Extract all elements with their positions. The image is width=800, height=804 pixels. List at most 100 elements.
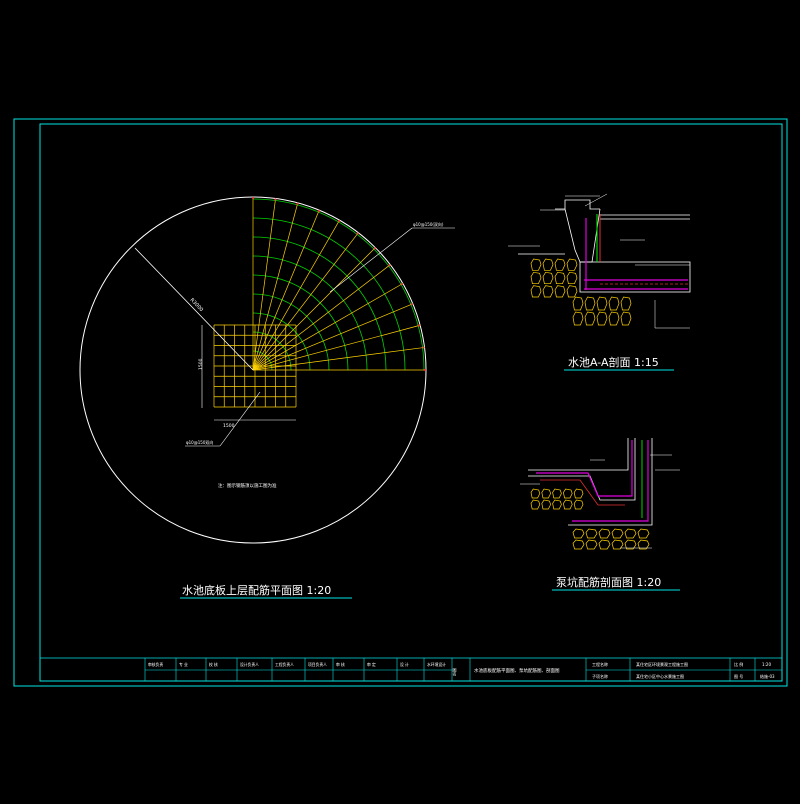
rubble-stone — [542, 258, 554, 271]
rubble-stone — [554, 271, 566, 285]
coping-outline — [555, 199, 600, 210]
rebar-top-label: φ10@150(双向) — [413, 221, 444, 227]
rebar-radial — [252, 203, 298, 371]
dim-width-label: 1500 — [223, 423, 235, 429]
radius-label: R3000 — [189, 297, 205, 313]
rubble-stone — [563, 499, 573, 510]
rebar-end-mark — [356, 232, 359, 235]
rubble-stone — [572, 296, 584, 311]
rubble-stone — [584, 311, 596, 326]
rebar-end-mark — [400, 282, 404, 286]
title-block-cell-label: 专 业 — [179, 662, 188, 667]
rubble-stone — [572, 528, 585, 539]
title-block-cell-label: 项目负责人 — [308, 662, 327, 667]
title-block-cell-label: 工程负责人 — [275, 662, 294, 667]
tb-sub-name: 某住宅小区中心水景施工图 — [636, 673, 684, 679]
rubble-stone — [552, 488, 562, 499]
rubble-stone — [563, 488, 573, 499]
rubble-stone — [572, 311, 584, 326]
rubble-stone — [573, 499, 584, 510]
rubble-stone — [611, 528, 624, 539]
rubble-stone — [566, 258, 578, 271]
rubble-stone — [598, 528, 611, 539]
rubble-stone — [566, 285, 578, 298]
rubble-stone — [530, 258, 542, 271]
outer-frame — [13, 118, 788, 687]
plan-note: 注：图示钢筋须以施工图为准 — [218, 482, 277, 489]
title-block: 审核负责专 业校 核设计负责人工程负责人项目负责人审 核审 定设 计水环境设计 … — [40, 657, 782, 681]
rebar-end-mark — [422, 346, 425, 349]
rebar-end-mark — [251, 196, 255, 200]
plan-view: R3000 1500 1500 φ10@150(双向) φ10@150双向 注：… — [79, 196, 455, 544]
rebar-end-mark — [418, 324, 421, 327]
rebar-end-mark — [337, 219, 341, 223]
rubble-stone — [637, 528, 650, 539]
title-block-cell-label: 水环境设计 — [427, 662, 446, 667]
rubble-stone — [573, 488, 584, 499]
tb-number-value: 结施-03 — [760, 673, 775, 679]
section-aa-title: 水池A-A剖面 1:15 — [568, 355, 659, 369]
leader-bottom-rebar — [219, 391, 261, 447]
sloped-wall — [564, 208, 601, 263]
rubble-stone — [541, 499, 551, 510]
rubble-stone-bed — [530, 258, 632, 326]
tb-col-label: 图名 — [453, 667, 458, 677]
rebar-radial — [252, 233, 358, 371]
rebar-end-mark — [410, 303, 414, 306]
rubble-stone — [624, 528, 637, 539]
title-block-cell-label: 设计负责人 — [240, 662, 259, 667]
rebar-radial — [252, 347, 424, 371]
rebar-radial — [252, 248, 375, 371]
rubble-stone — [596, 296, 608, 311]
tb-scale-value: 1:20 — [762, 662, 771, 667]
section-aa-detail — [508, 193, 691, 329]
inner-frame — [39, 123, 783, 682]
rebar-end-mark — [373, 247, 376, 250]
tb-number-label: 图 号 — [734, 673, 743, 679]
rubble-stone — [541, 488, 551, 499]
rubble-stone — [530, 285, 542, 298]
rubble-stone — [585, 539, 598, 550]
title-block-cell-label: 审 核 — [336, 662, 345, 667]
rubble-stone — [611, 539, 624, 550]
aa-leader-1 — [584, 193, 608, 207]
rubble-stone — [542, 271, 554, 285]
rubble-stone — [554, 258, 566, 271]
pump-pit-detail — [520, 438, 680, 550]
rubble-stone — [530, 271, 542, 285]
rubble-stone — [554, 285, 566, 298]
rubble-stone — [572, 539, 585, 550]
pit-rebar-magenta — [536, 440, 633, 497]
rubble-stone — [598, 539, 611, 550]
title-block-cell-label: 审 定 — [367, 662, 376, 667]
tb-project-name: 某住宅区环境景观工程施工图 — [636, 661, 688, 667]
tb-scale-label: 比 例 — [734, 661, 743, 667]
rebar-radial — [252, 303, 413, 371]
dim-height-label: 1500 — [198, 358, 204, 370]
rubble-stone — [584, 296, 596, 311]
rubble-stone — [596, 311, 608, 326]
rubble-stone — [566, 271, 578, 285]
rebar-radial — [252, 325, 420, 371]
pit-rebar-red — [540, 479, 625, 506]
pump-pit-title: 泵坑配筋剖面图 1:20 — [556, 575, 661, 589]
rubble-stone — [620, 296, 632, 311]
rubble-stone — [620, 311, 632, 326]
rubble-stone — [637, 539, 650, 550]
rubble-stone — [608, 296, 620, 311]
center-rebar-mesh — [213, 324, 297, 408]
title-block-cell-label: 设 计 — [400, 662, 409, 667]
radial-rebar-fan — [251, 196, 427, 372]
title-block-cell-label: 校 核 — [209, 662, 218, 667]
rubble-stone — [542, 285, 554, 298]
pit-rebar-magenta-2 — [572, 440, 649, 522]
rubble-stone — [530, 488, 541, 499]
rubble-stone — [552, 499, 562, 510]
rubble-stone — [530, 499, 541, 510]
pit-wall-inner — [528, 438, 636, 501]
tb-drawing-name: 水池底板配筋平面图、泵坑配筋图、剖面图 — [474, 667, 560, 674]
radius-leader — [134, 247, 254, 371]
pool-slab — [579, 261, 691, 293]
